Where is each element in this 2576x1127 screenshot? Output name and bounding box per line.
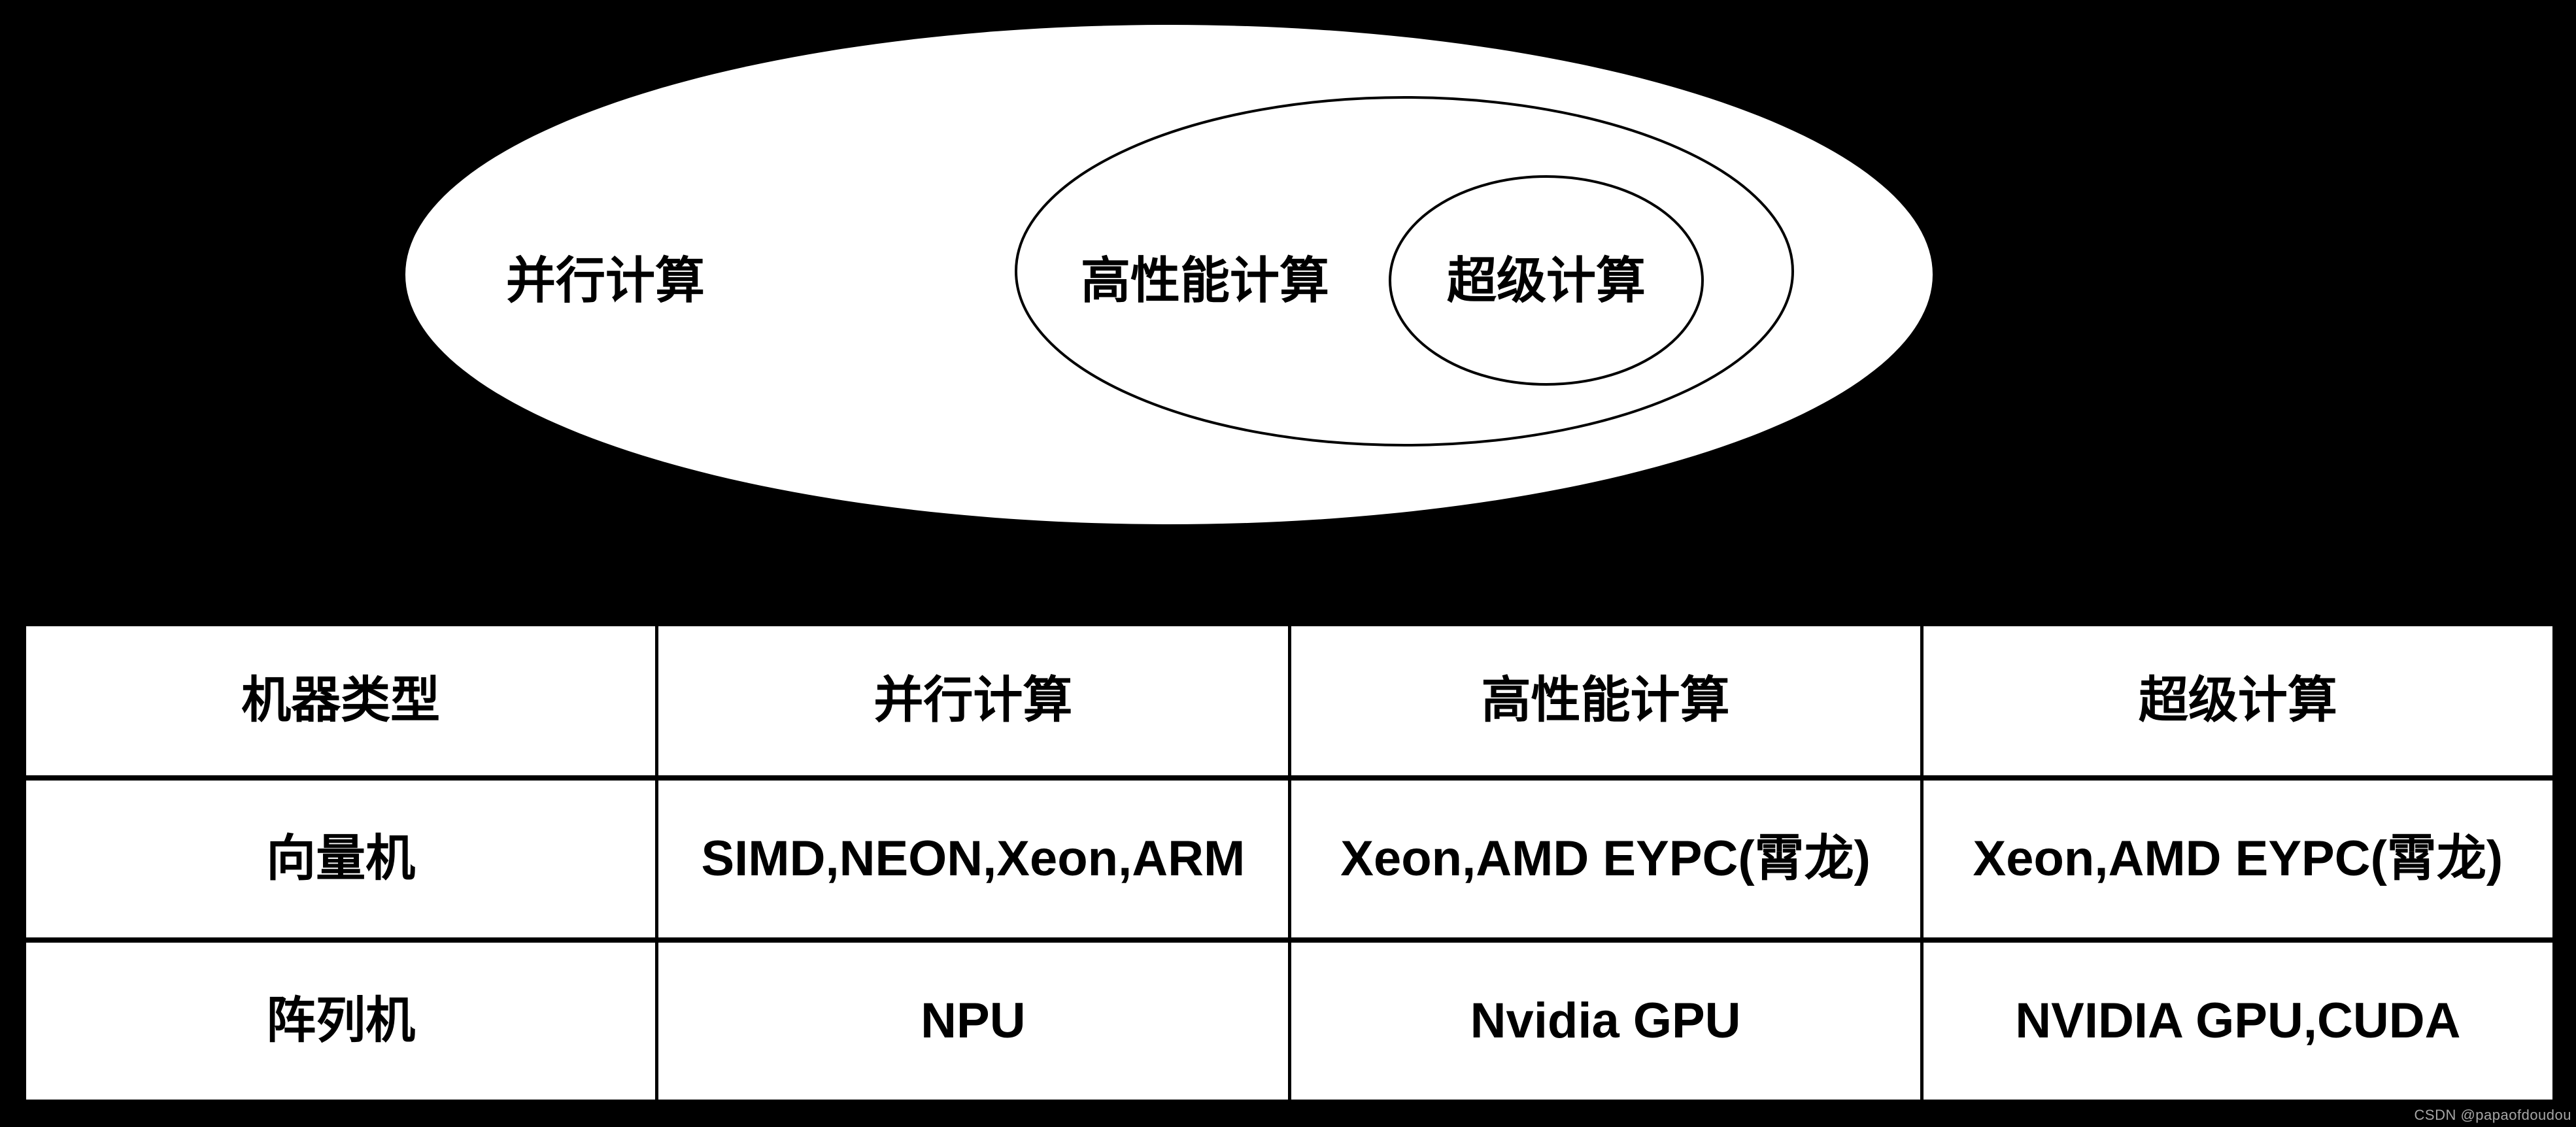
table-header-machine-type: 机器类型 [26, 626, 656, 775]
table-cell-array-parallel: NPU [658, 943, 1288, 1100]
table-cell-vector-parallel: SIMD,NEON,Xeon,ARM [658, 781, 1288, 937]
table-cell-vector-machine: 向量机 [26, 781, 656, 937]
table-header-high-performance-computing: 高性能计算 [1291, 626, 1920, 775]
table-cell-vector-hpc: Xeon,AMD EYPC(霄龙) [1291, 781, 1920, 937]
table-header-parallel-computing: 并行计算 [658, 626, 1288, 775]
table-cell-array-super: NVIDIA GPU,CUDA [1923, 943, 2552, 1100]
table-cell-array-hpc: Nvidia GPU [1291, 943, 1920, 1100]
table-cell-vector-super: Xeon,AMD EYPC(霄龙) [1923, 781, 2552, 937]
comparison-table: 机器类型 并行计算 高性能计算 超级计算 向量机 SIMD,NEON,Xeon,… [26, 626, 2552, 1100]
inner-ellipse-supercomputing [1389, 175, 1704, 386]
outer-ellipse-label: 并行计算 [506, 254, 705, 309]
table-cell-array-machine: 阵列机 [26, 943, 656, 1100]
middle-ellipse-label: 高性能计算 [1081, 254, 1329, 309]
table-header-supercomputing: 超级计算 [1923, 626, 2552, 775]
csdn-watermark: CSDN @papaofdoudou [2414, 1107, 2571, 1123]
inner-ellipse-label: 超级计算 [1447, 254, 1646, 309]
venn-diagram: 并行计算 高性能计算 超级计算 [405, 25, 1933, 524]
